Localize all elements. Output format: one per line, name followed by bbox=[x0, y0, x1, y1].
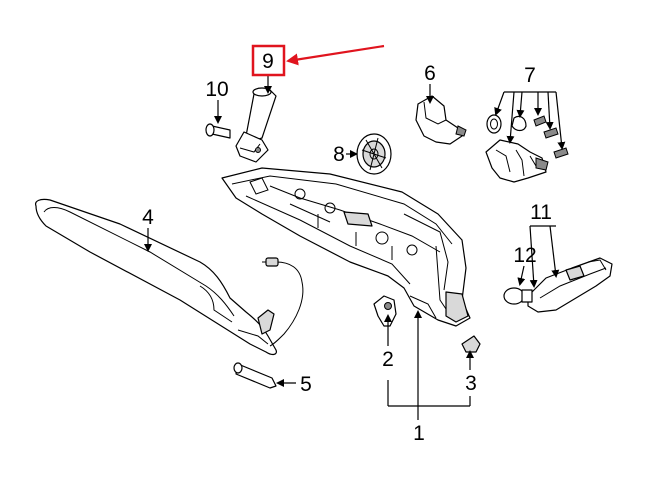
part-12-bulb bbox=[503, 287, 533, 305]
part-6-latch bbox=[415, 95, 467, 145]
callout-1: 1 bbox=[413, 422, 425, 445]
callout-8: 8 bbox=[333, 143, 345, 166]
callout-7: 7 bbox=[524, 64, 536, 87]
part-3-clip bbox=[461, 335, 481, 353]
part-8-damper-gear bbox=[356, 133, 392, 175]
callout-labels: 1 2 3 4 5 6 7 8 9 10 11 12 bbox=[142, 50, 552, 445]
callout-10: 10 bbox=[205, 78, 228, 101]
callout-5: 5 bbox=[300, 373, 312, 396]
callout-9-highlight bbox=[251, 44, 385, 77]
part-9-damper-cylinder bbox=[235, 87, 277, 163]
callout-11: 11 bbox=[530, 201, 552, 224]
part-2-hinge-bracket bbox=[373, 295, 397, 327]
callout-3: 3 bbox=[465, 372, 477, 395]
part-11-lamp-housing bbox=[527, 257, 613, 313]
callout-12: 12 bbox=[513, 244, 536, 267]
callout-6: 6 bbox=[424, 62, 436, 85]
part-1-glove-box-housing bbox=[221, 167, 471, 327]
leader-lines bbox=[144, 76, 566, 420]
door-damper-cord bbox=[262, 257, 304, 347]
part-10-screw bbox=[205, 123, 231, 139]
part-4-glove-box-door bbox=[35, 198, 277, 356]
callout-9: 9 bbox=[262, 50, 274, 73]
callout-4: 4 bbox=[142, 206, 154, 229]
part-7-lock-assembly bbox=[485, 114, 569, 183]
callout-2: 2 bbox=[382, 348, 394, 371]
part-5-pin bbox=[233, 362, 277, 389]
